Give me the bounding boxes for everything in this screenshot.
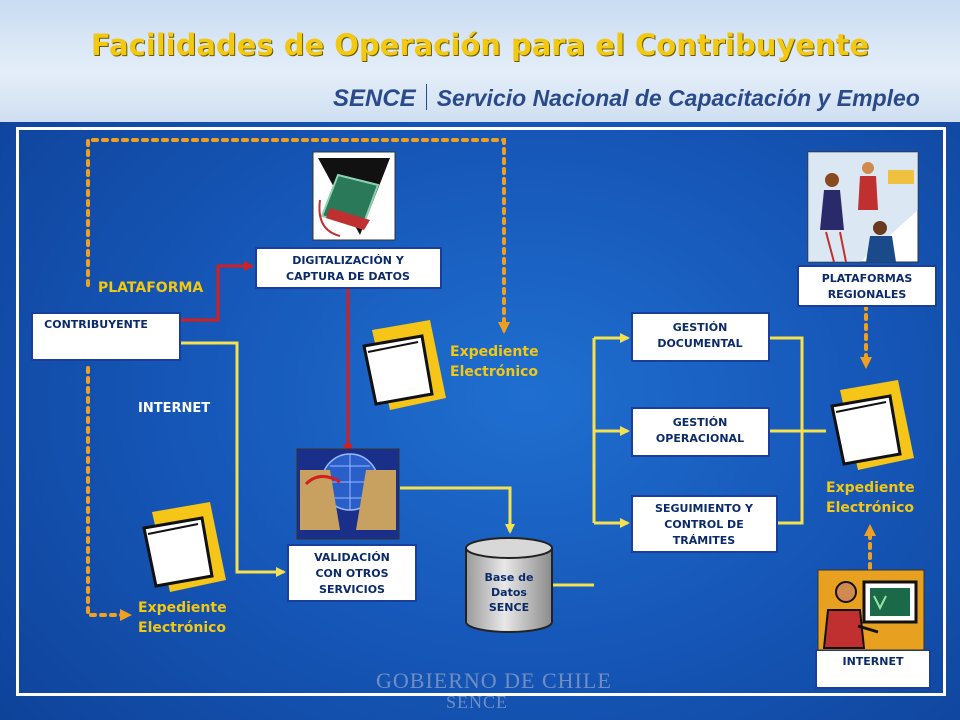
box-digitalizacion-line2: CAPTURA DE DATOS bbox=[286, 270, 410, 283]
yellow-link-contribuyente-validacion bbox=[181, 341, 286, 577]
page-title: Facilidades de Operación para el Contrib… bbox=[90, 28, 870, 62]
computer-user-icon bbox=[817, 569, 925, 651]
label-expediente-3-line1: Expediente bbox=[826, 480, 915, 496]
box-internet-label: INTERNET bbox=[842, 655, 904, 668]
folder-icon bbox=[362, 320, 446, 410]
label-expediente-3-line2: Electrónico bbox=[826, 500, 914, 516]
box-validacion-line3: SERVICIOS bbox=[319, 583, 385, 596]
dotted-link-plataforma-expediente bbox=[86, 138, 510, 334]
yellow-link-right-bus bbox=[770, 336, 826, 525]
label-expediente-1-line2: Electrónico bbox=[450, 364, 538, 380]
label-internet: INTERNET bbox=[138, 401, 210, 416]
box-gestion-operacional-line1: GESTIÓN bbox=[673, 416, 728, 429]
box-contribuyente-label: CONTRIBUYENTE bbox=[44, 318, 148, 331]
box-gestion-documental[interactable]: GESTIÓN DOCUMENTAL bbox=[631, 312, 770, 362]
box-plataformas-line2: REGIONALES bbox=[828, 288, 907, 301]
red-connectors bbox=[181, 261, 353, 454]
box-plataformas-line1: PLATAFORMAS bbox=[822, 272, 913, 285]
sence-logo: SENCE Servicio Nacional de Capacitación y… bbox=[333, 84, 920, 113]
box-internet[interactable]: INTERNET bbox=[815, 649, 931, 689]
label-expediente-2-line1: Expediente bbox=[138, 600, 227, 616]
scanner-icon bbox=[312, 151, 396, 241]
box-plataformas-regionales[interactable]: PLATAFORMAS REGIONALES bbox=[797, 265, 937, 307]
red-link-contribuyente-digitalizacion bbox=[181, 261, 254, 322]
database-line2: Datos bbox=[491, 586, 527, 599]
box-seguimiento-line3: TRÁMITES bbox=[673, 534, 736, 547]
globe-keyboards-icon bbox=[296, 448, 400, 540]
box-seguimiento[interactable]: SEGUIMIENTO Y CONTROL DE TRÁMITES bbox=[631, 495, 778, 553]
logo-name: Servicio Nacional de Capacitación y Empl… bbox=[436, 85, 920, 111]
folder-icon-left bbox=[142, 502, 226, 592]
label-expediente-1-line1: Expediente bbox=[450, 344, 539, 360]
dotted-link-contribuyente-expediente bbox=[86, 366, 132, 621]
database-cylinder[interactable]: Base de Datos SENCE bbox=[465, 537, 553, 633]
box-digitalizacion[interactable]: DIGITALIZACIÓN Y CAPTURA DE DATOS bbox=[255, 247, 442, 289]
box-digitalizacion-line1: DIGITALIZACIÓN Y bbox=[292, 254, 405, 267]
logo-separator bbox=[425, 84, 427, 110]
box-gestion-operacional[interactable]: GESTIÓN OPERACIONAL bbox=[631, 407, 770, 457]
label-plataforma: PLATAFORMA bbox=[98, 280, 203, 296]
label-expediente-2-line2: Electrónico bbox=[138, 620, 226, 636]
box-validacion[interactable]: VALIDACIÓN CON OTROS SERVICIOS bbox=[287, 544, 417, 602]
box-gestion-operacional-line2: OPERACIONAL bbox=[656, 432, 744, 445]
yellow-link-servicios-basedatos bbox=[400, 486, 515, 534]
footer-logo: GOBIERNO DE CHILE SENCE bbox=[376, 668, 612, 712]
dotted-connectors bbox=[86, 138, 876, 621]
folder-icon-right bbox=[830, 380, 914, 470]
footer-line2: SENCE bbox=[446, 692, 509, 712]
box-validacion-line2: CON OTROS bbox=[315, 567, 388, 580]
diagram-frame bbox=[16, 127, 946, 696]
header-banner: Facilidades de Operación para el Contrib… bbox=[0, 0, 960, 122]
box-contribuyente[interactable]: CONTRIBUYENTE bbox=[31, 312, 181, 361]
database-line3: SENCE bbox=[489, 601, 529, 614]
yellow-connectors bbox=[181, 333, 826, 587]
box-validacion-line1: VALIDACIÓN bbox=[314, 551, 390, 564]
box-gestion-documental-line1: GESTIÓN bbox=[673, 321, 728, 334]
logo-brand: SENCE bbox=[333, 85, 416, 112]
box-gestion-documental-line2: DOCUMENTAL bbox=[657, 337, 742, 350]
database-line1: Base de bbox=[485, 571, 534, 584]
footer-line1: GOBIERNO DE CHILE bbox=[376, 668, 612, 693]
box-seguimiento-line2: CONTROL DE bbox=[664, 518, 743, 531]
office-people-icon bbox=[807, 151, 919, 263]
box-seguimiento-line1: SEGUIMIENTO Y bbox=[655, 502, 754, 515]
